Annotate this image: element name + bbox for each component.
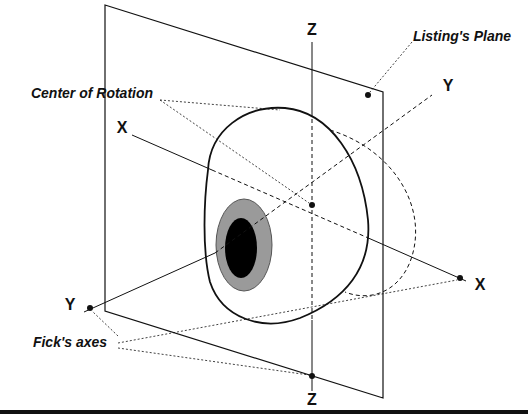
axis-label: Y (441, 77, 456, 95)
z-axis (312, 42, 313, 112)
axis-dot (457, 275, 463, 281)
z-axis (312, 320, 313, 392)
callout-label: Fick's axes (31, 334, 109, 350)
x-axis (132, 135, 212, 170)
callout-label: Listing's Plane (411, 28, 513, 44)
bottom-rule (0, 410, 528, 414)
axis-dot (87, 305, 93, 311)
axis-label: X (115, 119, 130, 137)
iris (216, 199, 272, 291)
axis-label: X (473, 276, 488, 294)
center-dot (309, 202, 315, 208)
axis-label: Z (305, 391, 319, 409)
callout-label: Center of Rotation (29, 85, 155, 101)
axis-label: Y (63, 296, 78, 314)
plane-dot (365, 92, 371, 98)
axis-label: Z (305, 21, 319, 39)
y-axis (84, 253, 215, 312)
z-axis (312, 112, 313, 320)
x-axis (212, 170, 366, 237)
x-axis (366, 237, 466, 281)
listings-plane (105, 5, 383, 398)
pupil (225, 218, 257, 278)
eyeball (205, 108, 369, 324)
y-axis (215, 95, 432, 253)
axis-dot (309, 373, 315, 379)
